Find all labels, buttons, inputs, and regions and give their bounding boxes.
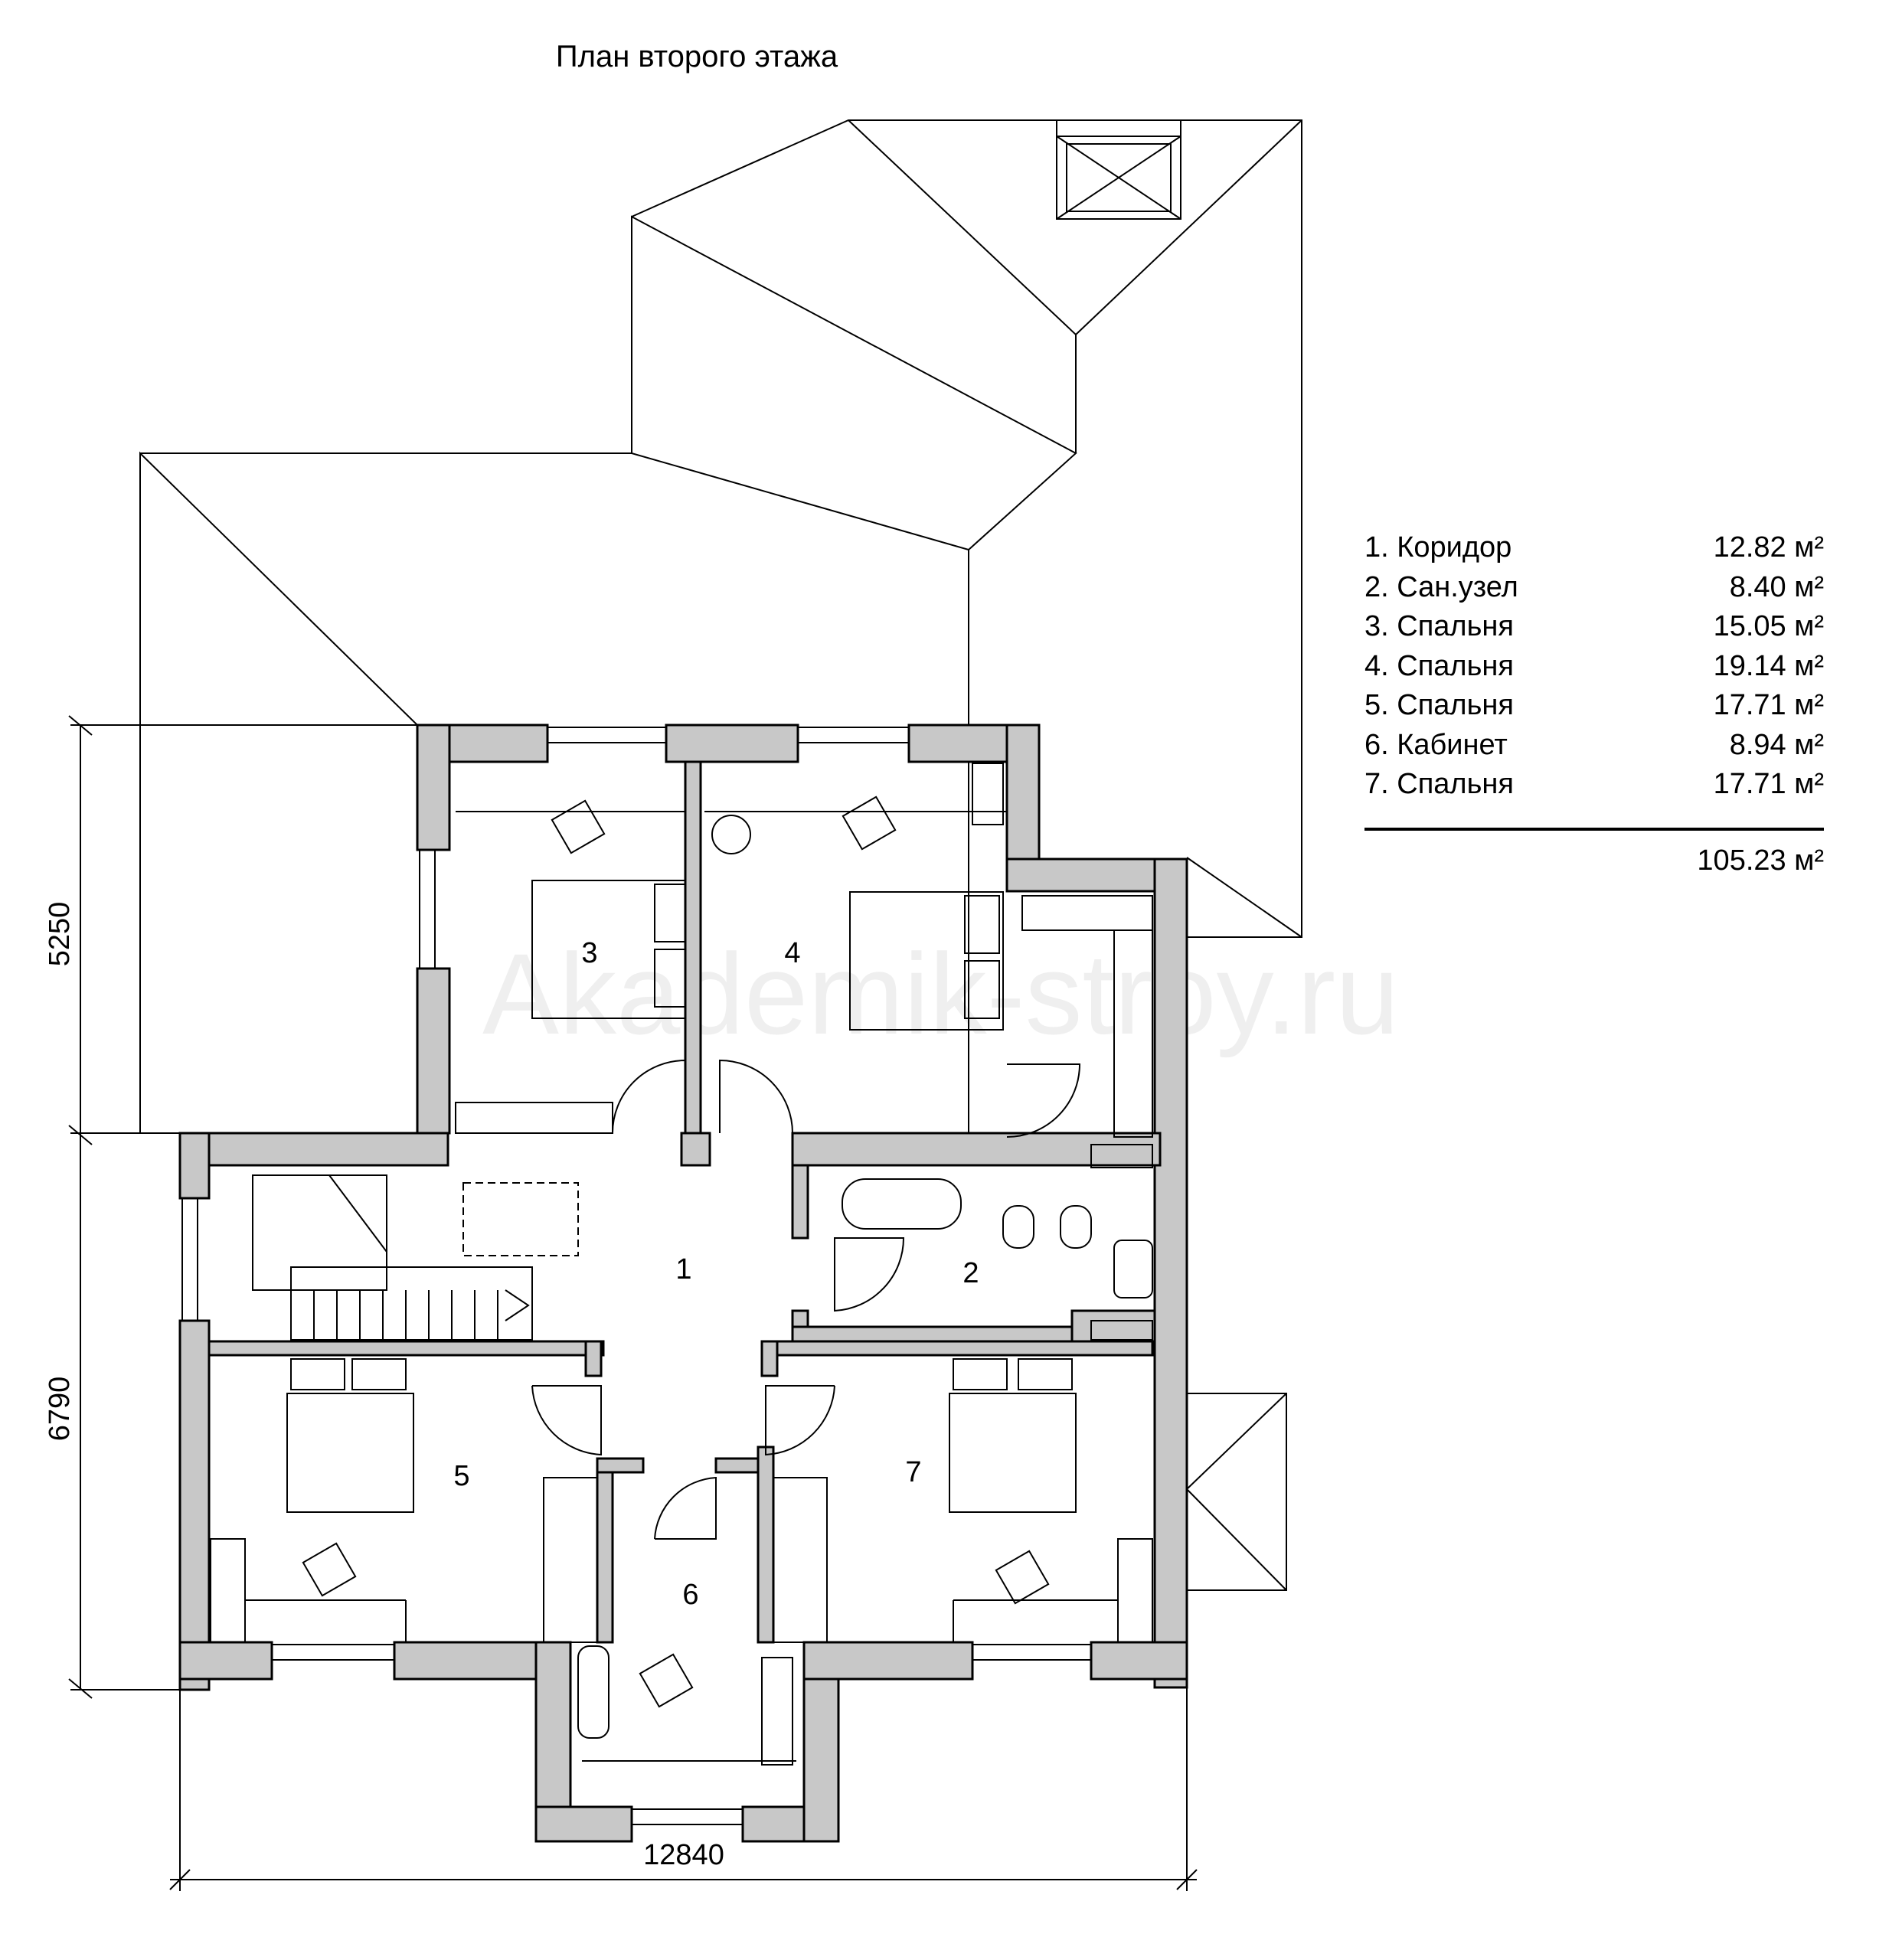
legend-row: 5. Спальня 17.71 м² [1364, 686, 1824, 726]
room-number-5: 5 [453, 1460, 469, 1492]
room-number-7: 7 [905, 1456, 921, 1488]
legend-row: 6. Кабинет 8.94 м² [1364, 726, 1824, 766]
legend-divider [1364, 827, 1824, 831]
legend-row: 3. Спальня 15.05 м² [1364, 607, 1824, 647]
legend-label: 2. Сан.узел [1364, 570, 1518, 603]
legend-area: 17.71 м² [1713, 768, 1824, 800]
legend-label: 3. Спальня [1364, 610, 1514, 642]
room-number-2: 2 [962, 1257, 979, 1289]
legend-total-area: 105.23 м² [1697, 844, 1824, 877]
legend-row: 2. Сан.узел 8.40 м² [1364, 568, 1824, 608]
room-number-1: 1 [675, 1253, 691, 1285]
roof-outline [139, 119, 1302, 1591]
room-legend: 1. Коридор 12.82 м² 2. Сан.узел 8.40 м² … [1364, 528, 1824, 877]
legend-label: 5. Спальня [1364, 689, 1514, 721]
legend-row: 7. Спальня 17.71 м² [1364, 765, 1824, 805]
stairs [252, 1174, 579, 1341]
dimension-width: 12840 [643, 1839, 724, 1871]
legend-row: 4. Спальня 19.14 м² [1364, 647, 1824, 687]
dimension-lines [68, 715, 1198, 1891]
legend-label: 1. Коридор [1364, 531, 1512, 564]
plan-title: План второго этажа [555, 40, 838, 74]
legend-label: 6. Кабинет [1364, 728, 1508, 761]
walls [178, 724, 1188, 1843]
doors [531, 1059, 1081, 1540]
legend-area: 19.14 м² [1713, 649, 1824, 682]
room-number-3: 3 [581, 937, 597, 969]
windows [181, 727, 1092, 1825]
room-numbers: 1 2 3 4 5 6 7 [453, 937, 979, 1611]
legend-area: 15.05 м² [1713, 610, 1824, 642]
legend-label: 7. Спальня [1364, 768, 1514, 800]
legend-area: 8.94 м² [1729, 728, 1824, 761]
room-number-4: 4 [784, 937, 800, 969]
legend-area: 12.82 м² [1713, 531, 1824, 564]
legend-area: 8.40 м² [1729, 570, 1824, 603]
dimension-lower-height: 6790 [44, 1377, 76, 1442]
legend-label: 4. Спальня [1364, 649, 1514, 682]
room-number-6: 6 [682, 1579, 698, 1611]
legend-row: 1. Коридор 12.82 м² [1364, 528, 1824, 568]
dimension-upper-height: 5250 [44, 902, 76, 967]
legend-area: 17.71 м² [1713, 689, 1824, 721]
dimension-labels: 5250 6790 12840 [44, 902, 724, 1871]
furniture [210, 763, 1153, 1766]
watermark: Akademik-stroy.ru [482, 929, 1400, 1058]
